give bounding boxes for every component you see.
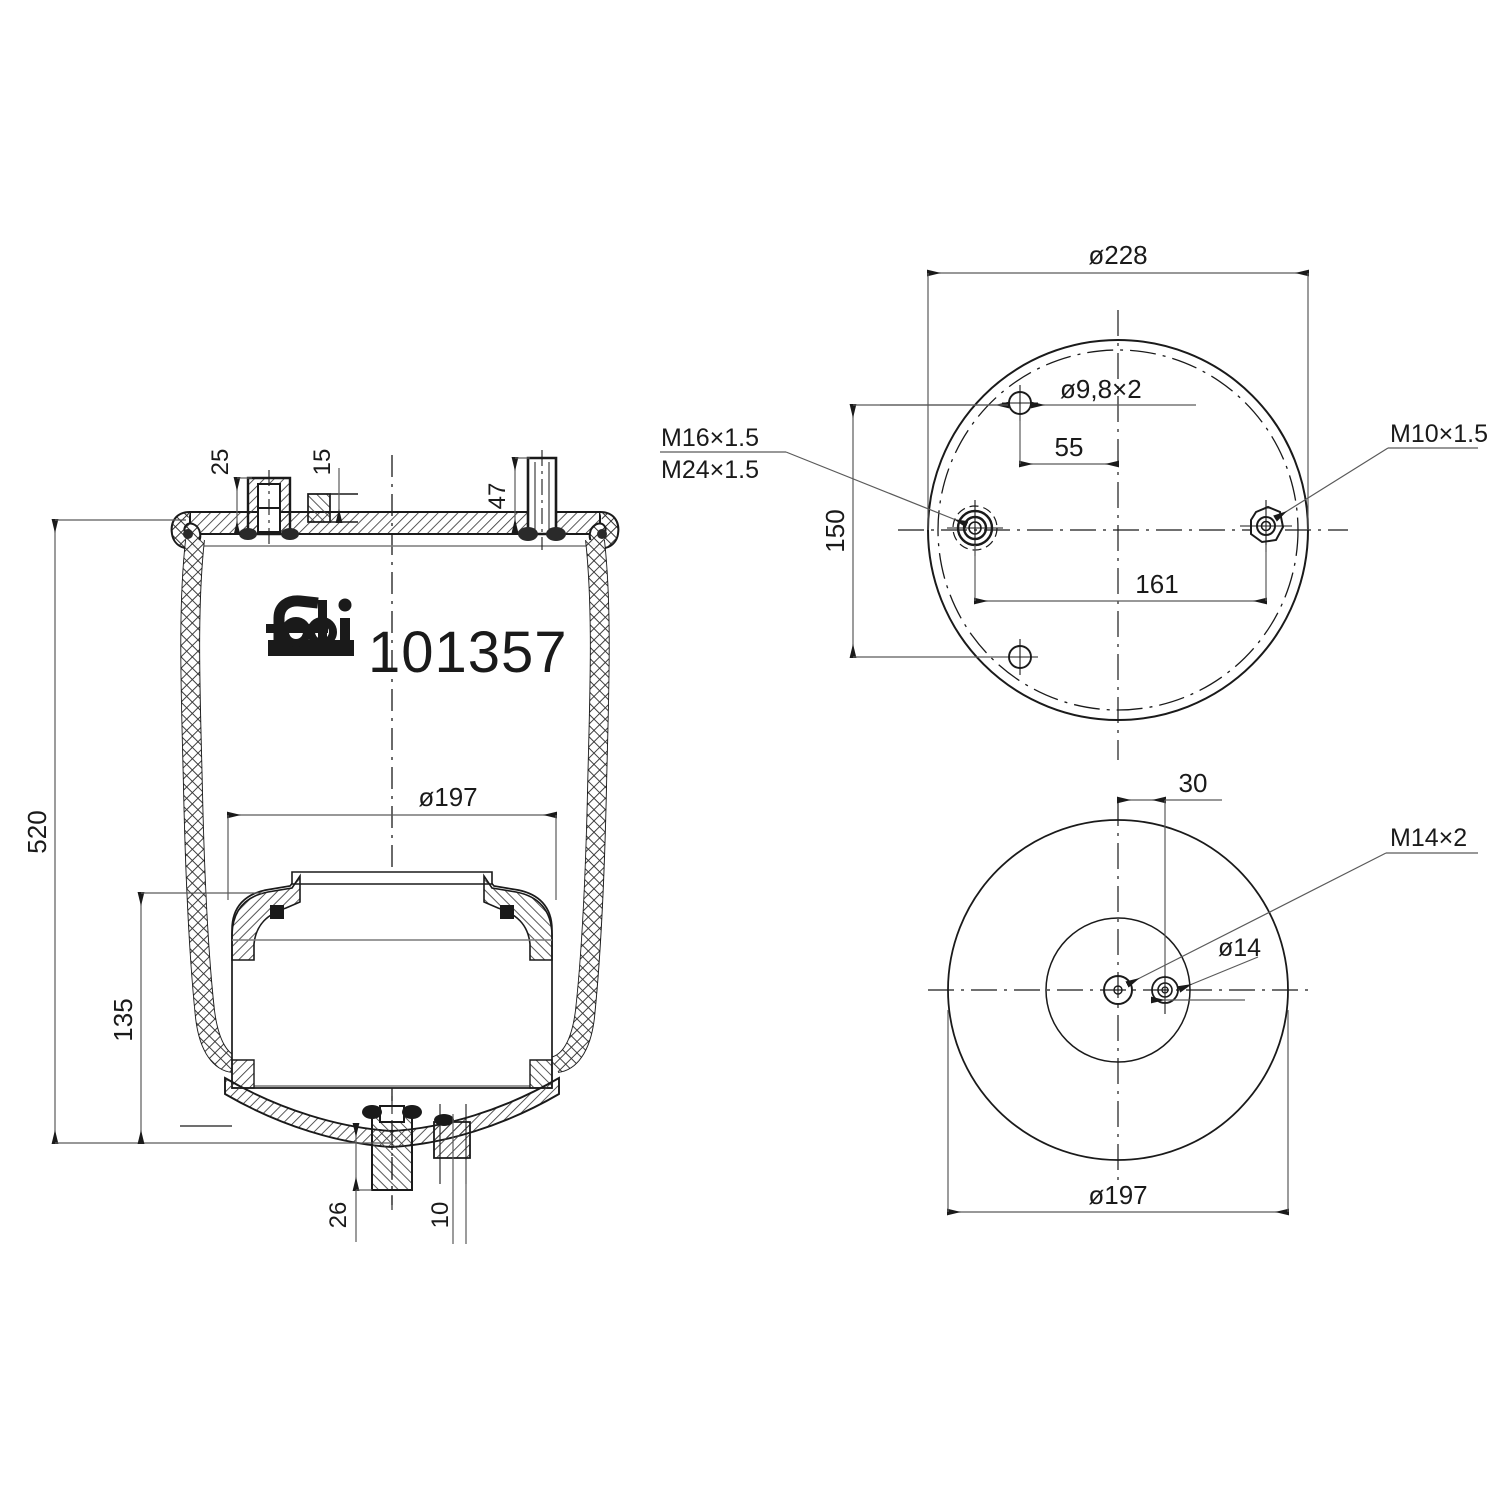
top-small-boss [307,493,358,523]
dimension-25 [233,476,252,536]
bellows-left-inner [198,539,241,1059]
dimension-d197-piston-label: ø197 [1088,1180,1147,1210]
bellows-right-inner [549,539,592,1059]
bellows-right-wall [550,540,609,1072]
dimension-30 [1116,796,1222,975]
bellows-left-wall [181,540,240,1072]
callout-m14-label: M14×2 [1390,824,1467,852]
bottom-piston-plate [180,1076,560,1148]
dimension-d228 [926,269,1310,530]
part-number: 101357 [368,620,568,685]
dimension-161-label: 161 [1135,569,1178,599]
dimension-520-label: 520 [22,810,52,853]
leader-d14 [1150,956,1259,1004]
top-air-fitting [239,470,299,548]
callout-m10 [1273,447,1478,522]
dimension-d197-section-label: ø197 [418,782,477,812]
dimension-150-label: 150 [820,509,850,552]
dimension-55 [1018,415,1120,468]
cross-section-view [170,450,620,1210]
dimension-d98x2-label: ø9,8×2 [1060,374,1142,404]
dimension-25-label: 25 [207,449,234,476]
dimension-26 [352,1122,372,1242]
callout-m24-label: M24×1.5 [661,456,759,484]
dimension-26-label: 26 [325,1202,352,1229]
dimension-10-label: 10 [427,1202,454,1229]
dimension-47 [511,456,530,534]
dimension-30-label: 30 [1179,768,1208,798]
center-air-port [362,1096,422,1210]
dimension-161 [973,545,1268,605]
dimension-10 [452,1114,467,1244]
dimension-d228-label: ø228 [1088,240,1147,270]
top-stud [518,450,566,550]
piston-center-hole [1103,975,1133,1005]
febi-logo [266,595,354,656]
dimension-135 [137,891,262,1145]
dimension-15-label: 15 [309,449,336,476]
dimension-d197-piston [946,1010,1290,1216]
callout-m14 [1125,852,1478,988]
dimension-150 [849,403,1008,659]
dimension-d14-label: ø14 [1218,934,1261,962]
dimension-d197-section [226,811,558,900]
dimension-55-label: 55 [1055,432,1084,462]
callout-m16-label: M16×1.5 [661,424,759,452]
dimension-520 [51,518,392,1145]
dimension-47-label: 47 [484,483,511,510]
dimension-135-label: 135 [108,998,138,1041]
left-insert-mark [270,905,284,919]
right-insert-mark [500,905,514,919]
side-bolt-boss [433,1104,471,1184]
callout-m10-label: M10×1.5 [1390,420,1488,448]
piston-body [231,871,553,1089]
callout-m16-m24 [660,451,969,528]
